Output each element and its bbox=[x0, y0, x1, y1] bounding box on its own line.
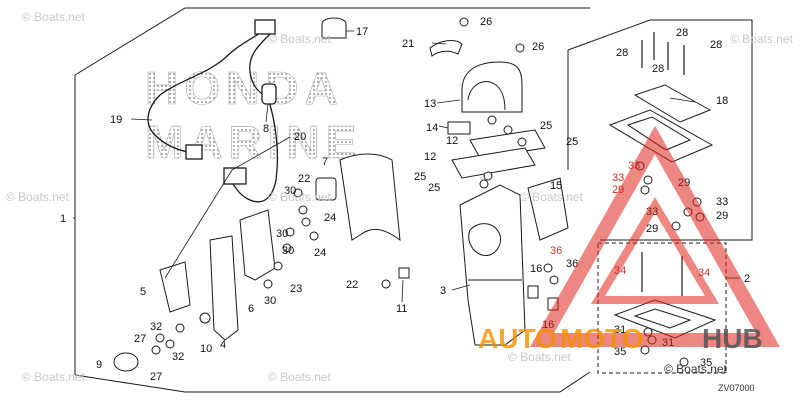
levers bbox=[159, 209, 276, 341]
logo-triangle-outer bbox=[530, 125, 780, 347]
callout-27b: 27 bbox=[150, 371, 162, 383]
brand-line-1: HONDA bbox=[145, 62, 344, 114]
base-plate-2 bbox=[613, 299, 717, 339]
callout-12a: 12 bbox=[446, 135, 458, 147]
callout-26b: 26 bbox=[532, 41, 544, 53]
callout-28a: 28 bbox=[616, 47, 628, 59]
callout-35a: 35 bbox=[614, 346, 626, 358]
bracket-12 bbox=[451, 129, 546, 179]
callout-28b: 28 bbox=[676, 27, 688, 39]
callout-10: 10 bbox=[200, 343, 212, 355]
watermark-5: © Boats.net bbox=[268, 190, 331, 204]
callout-30b: 30 bbox=[276, 228, 288, 240]
shield-plate bbox=[339, 153, 401, 242]
leader-lines bbox=[73, 30, 740, 303]
gasket-kit-frame bbox=[567, 19, 753, 241]
callout-13: 13 bbox=[424, 98, 436, 110]
diagram-code: ZV07000 bbox=[718, 383, 755, 393]
callout-24b: 24 bbox=[314, 247, 326, 259]
fasteners bbox=[151, 17, 705, 367]
clip-14 bbox=[447, 121, 471, 135]
callout-6: 6 bbox=[248, 303, 254, 315]
callout-29d: 29 bbox=[646, 223, 658, 235]
callout-30c: 30 bbox=[282, 245, 294, 257]
watermark-4: © Boats.net bbox=[6, 190, 69, 204]
callout-35b: 35 bbox=[700, 357, 712, 369]
callout-32a: 32 bbox=[150, 321, 162, 333]
callout-21: 21 bbox=[402, 38, 414, 50]
watermark-10: © Boats.net bbox=[664, 362, 727, 376]
logo-text-auto: AUTO bbox=[478, 323, 557, 354]
callout-16a: 16 bbox=[530, 263, 542, 275]
cover-13 bbox=[461, 61, 523, 113]
callout-14: 14 bbox=[426, 122, 438, 134]
gasket-18 bbox=[608, 84, 714, 163]
brand-line-2: MARINE bbox=[145, 116, 362, 168]
callout-28c: 28 bbox=[652, 63, 664, 75]
watermark-9: © Boats.net bbox=[508, 350, 571, 364]
callout-22b: 22 bbox=[346, 279, 358, 291]
callout-26a: 26 bbox=[480, 16, 492, 28]
grommet-7 bbox=[315, 177, 337, 201]
bolts bbox=[641, 32, 685, 296]
callout-3: 3 bbox=[440, 285, 446, 297]
callout-36b: 36 bbox=[566, 258, 578, 270]
callout-4: 4 bbox=[220, 339, 226, 351]
callout-25c: 25 bbox=[414, 171, 426, 183]
callout-15: 15 bbox=[550, 180, 562, 192]
callout-24a: 24 bbox=[324, 212, 336, 224]
logo-text-hub: HUB bbox=[702, 323, 763, 354]
callout-32b: 32 bbox=[172, 351, 184, 363]
callout-2: 2 bbox=[744, 273, 750, 285]
callout-22a: 22 bbox=[298, 173, 310, 185]
watermark-1: © Boats.net bbox=[22, 10, 85, 24]
callout-25d: 25 bbox=[428, 182, 440, 194]
callout-28d: 28 bbox=[710, 39, 722, 51]
callout-33b: 33 bbox=[612, 172, 624, 184]
callout-1: 1 bbox=[60, 213, 66, 225]
callout-7: 7 bbox=[322, 156, 328, 168]
callout-30a: 30 bbox=[284, 185, 296, 197]
callout-30d: 30 bbox=[264, 295, 276, 307]
watermark-3: © Boats.net bbox=[730, 32, 793, 46]
clip-17 bbox=[321, 17, 347, 39]
bumper-9 bbox=[113, 352, 139, 372]
callout-25a: 25 bbox=[540, 120, 552, 132]
callout-17: 17 bbox=[356, 26, 368, 38]
callout-36a: 36 bbox=[550, 245, 562, 257]
callout-23: 23 bbox=[290, 283, 302, 295]
callout-9: 9 bbox=[96, 359, 102, 371]
watermark-8: © Boats.net bbox=[268, 370, 331, 384]
grip-21 bbox=[429, 40, 463, 57]
callout-19: 19 bbox=[110, 114, 122, 126]
watermark-7: © Boats.net bbox=[22, 370, 85, 384]
control-body-3 bbox=[459, 184, 526, 346]
callout-29c: 29 bbox=[716, 210, 728, 222]
part-2-dashed-frame bbox=[597, 242, 727, 374]
watermark-6: © Boats.net bbox=[520, 190, 583, 204]
callout-25b: 25 bbox=[566, 136, 578, 148]
automotohub-logo: AUTO MOTO HUB bbox=[478, 125, 780, 354]
callout-5: 5 bbox=[140, 286, 146, 298]
logo-triangle-inner bbox=[590, 197, 720, 304]
callout-8: 8 bbox=[263, 123, 269, 135]
callout-18: 18 bbox=[716, 95, 728, 107]
callout-11: 11 bbox=[396, 303, 407, 315]
gear-plate-15 bbox=[527, 177, 569, 241]
callout-20: 20 bbox=[294, 131, 306, 143]
logo-text-moto: MOTO bbox=[560, 323, 643, 354]
callout-33c: 33 bbox=[716, 196, 728, 208]
callout-12b: 12 bbox=[424, 151, 436, 163]
callout-27a: 27 bbox=[134, 333, 146, 345]
main-frame bbox=[74, 7, 591, 393]
watermark-2: © Boats.net bbox=[268, 32, 331, 46]
